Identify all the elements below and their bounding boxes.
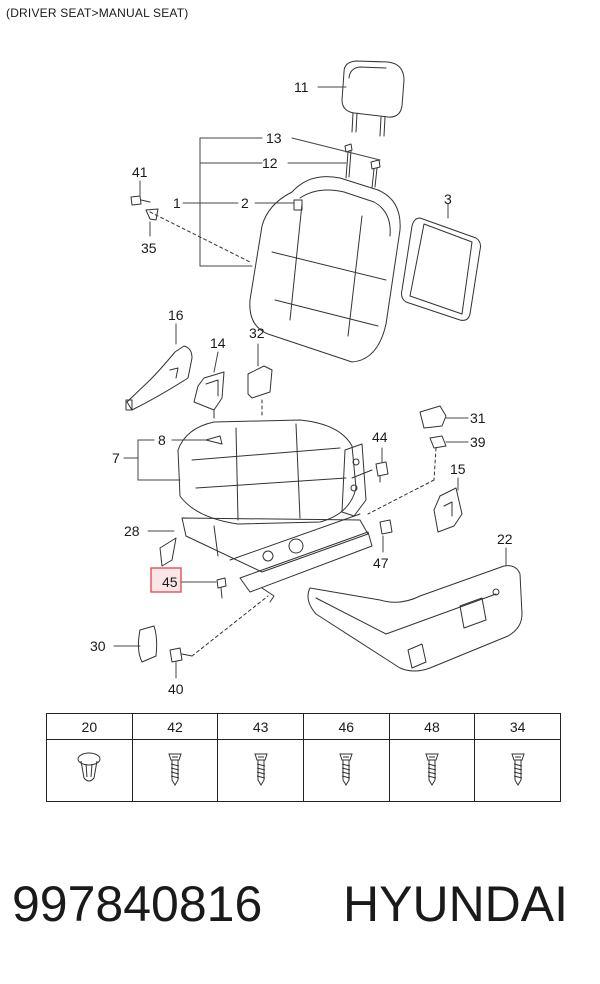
callout-7: 7 [112, 450, 120, 466]
callout-11: 11 [294, 79, 309, 95]
callout-44: 44 [372, 429, 388, 445]
footer: 997840816 HYUNDAI [0, 875, 600, 945]
bracket-31-drawing [419, 405, 447, 429]
seat-frame-drawing [159, 443, 373, 603]
headrest-guide-drawing [344, 143, 381, 189]
callout-28: 28 [124, 523, 140, 539]
callout-45: 45 [162, 574, 178, 590]
hardware-col-header: 42 [131, 713, 219, 740]
hardware-cell [302, 739, 390, 802]
seat-cushion-drawing [177, 419, 357, 525]
headrest-drawing [341, 60, 405, 137]
callout-30: 30 [90, 638, 106, 654]
callout-47: 47 [373, 555, 389, 571]
hardware-cell [217, 739, 304, 802]
bolt-44-drawing [351, 461, 389, 483]
callout-16: 16 [168, 307, 184, 323]
side-cover-drawing [307, 565, 523, 672]
screw-icon [510, 753, 525, 786]
hardware-cell [46, 739, 133, 802]
diagram-caption: (DRIVER SEAT>MANUAL SEAT) [6, 6, 189, 20]
hardware-col-header: 46 [302, 713, 390, 740]
seat-back-drawing [249, 176, 401, 363]
back-panel-drawing [401, 217, 481, 321]
bolt-45-drawing [216, 577, 227, 599]
callout-14: 14 [210, 335, 226, 351]
callout-2: 2 [241, 195, 249, 211]
callout-31: 31 [470, 410, 486, 426]
callout-13: 13 [266, 130, 282, 146]
callout-8: 8 [158, 432, 166, 448]
hardware-table-images [46, 739, 561, 802]
hardware-cell [131, 739, 219, 802]
callout-32: 32 [249, 325, 265, 341]
screw-icon [168, 753, 182, 786]
cover-15-drawing [433, 487, 463, 533]
cover-32-drawing [247, 365, 273, 417]
cap-30-drawing [137, 625, 158, 663]
hardware-table: 20 42 43 46 48 34 [46, 713, 561, 802]
callout-35: 35 [141, 240, 157, 256]
screw-icon [253, 753, 268, 786]
exploded-seat-diagram: 11 13 12 41 1 2 3 35 16 14 32 31 44 39 8… [90, 60, 523, 697]
hardware-col-header: 43 [217, 713, 304, 740]
recliner-cover-drawing [125, 345, 193, 411]
callout-39: 39 [470, 434, 486, 450]
clip-icon [77, 752, 101, 782]
highlight-box [150, 567, 182, 593]
callout-12: 12 [262, 155, 278, 171]
callout-15: 15 [450, 461, 466, 477]
leader-lines [113, 86, 507, 679]
hardware-col-header: 48 [388, 713, 476, 740]
lever-bracket-drawing [193, 371, 225, 419]
callout-3: 3 [444, 191, 452, 207]
nut-47-drawing [379, 519, 393, 535]
callout-22: 22 [497, 531, 513, 547]
part-number: 997840816 [12, 876, 263, 932]
hardware-col-header: 20 [46, 713, 133, 740]
callout-40: 40 [168, 681, 184, 697]
bolt-40-drawing [169, 595, 269, 663]
hardware-col-header: 34 [474, 713, 561, 740]
hardware-table-header: 20 42 43 46 48 34 [46, 713, 561, 740]
screw-icon [339, 753, 353, 786]
screw-icon [425, 753, 439, 786]
hardware-cell [474, 739, 561, 802]
callout-41: 41 [132, 164, 148, 180]
callout-1: 1 [173, 195, 181, 211]
nut-39-drawing [367, 435, 447, 515]
brand-name: HYUNDAI [343, 876, 569, 932]
hardware-cell [388, 739, 476, 802]
